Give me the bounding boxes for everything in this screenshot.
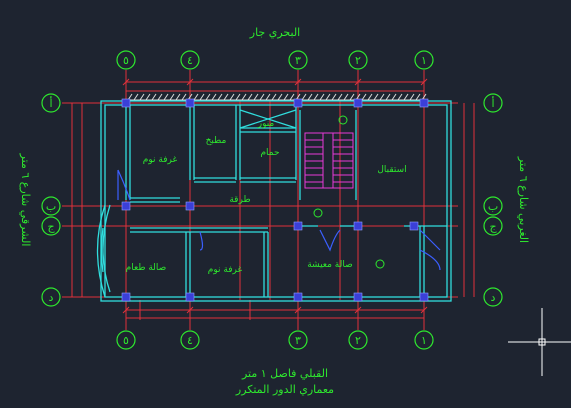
grid-label: ٣	[295, 54, 301, 67]
grid-bubble-top-2	[348, 50, 368, 70]
room-label-living: صالة معيشة	[307, 260, 353, 270]
grid-label: ج	[489, 220, 497, 233]
grid-bubble-top-3	[288, 50, 308, 70]
room-label-kitchen: مطبخ	[206, 136, 227, 146]
walls	[96, 100, 452, 302]
crosshair-cursor-icon	[508, 308, 571, 376]
bottom-label-2: معماري الدور المتكرر	[235, 383, 334, 396]
grid-bubble-bottom-1	[414, 330, 434, 350]
grid-label: ٢	[355, 334, 361, 347]
grid-label: ٣	[295, 334, 301, 347]
grid-bubble-top-4	[180, 50, 200, 70]
left-street-label: الشرقي شارع ٦ متر	[19, 153, 32, 247]
grid-label: ب	[46, 200, 56, 213]
room-label-dining: صالة طعام	[126, 263, 167, 273]
room-label-reception: استقبال	[377, 165, 406, 175]
grid-label: د	[49, 291, 54, 304]
right-street-label: الغربي شارع ٦ متر	[517, 156, 530, 243]
grid-label: ٤	[187, 54, 193, 67]
structural-columns	[121, 98, 429, 302]
room-label-corridor: طرقة	[229, 195, 250, 205]
boundary-hatch	[127, 93, 428, 101]
doors	[117, 169, 441, 271]
grid-label: ٥	[123, 334, 129, 347]
grid-bubble-bottom-3	[288, 330, 308, 350]
grid-label: أ	[49, 96, 52, 110]
staircase	[304, 132, 354, 189]
room-label-duct: منور	[257, 119, 275, 129]
room-label-bedroom-1: غرفة نوم	[143, 155, 178, 165]
grid-label: ٤	[187, 334, 193, 347]
bottom-label-1: القبلي فاصل ١ متر	[241, 367, 328, 380]
grid-label: د	[491, 291, 496, 304]
grid-bubble-bottom-4	[180, 330, 200, 350]
grid-bubbles-left: أ ب ج د	[41, 93, 61, 307]
room-label-bedroom-2: غرفة نوم	[208, 265, 243, 275]
grid-bubble-top-1	[414, 50, 434, 70]
room-labels: غرفة نوم مطبخ منور حمام طرقة استقبال غرف…	[126, 119, 407, 275]
grid-bubbles-right: أ ب ج د	[483, 93, 503, 307]
grid-label: أ	[491, 96, 494, 110]
grid-label: ٢	[355, 54, 361, 67]
grid-bubble-bottom-2	[348, 330, 368, 350]
grid-bubble-top-5	[116, 50, 136, 70]
grid-bubbles-bottom: ٥ ٤ ٣ ٢ ١	[116, 330, 434, 350]
grid-label: ١	[421, 54, 427, 67]
room-label-bathroom: حمام	[260, 148, 279, 158]
level-markers	[313, 115, 385, 269]
grid-bubbles-top: ٥ ٤ ٣ ٢ ١	[116, 50, 434, 70]
dimension-ticks	[122, 78, 428, 314]
grid-label: ٥	[123, 54, 129, 67]
grid-label: ١	[421, 334, 427, 347]
top-label: البحري جار	[249, 26, 300, 39]
grid-label: ب	[488, 200, 498, 213]
grid-label: ج	[47, 220, 55, 233]
grid-bubble-bottom-5	[116, 330, 136, 350]
